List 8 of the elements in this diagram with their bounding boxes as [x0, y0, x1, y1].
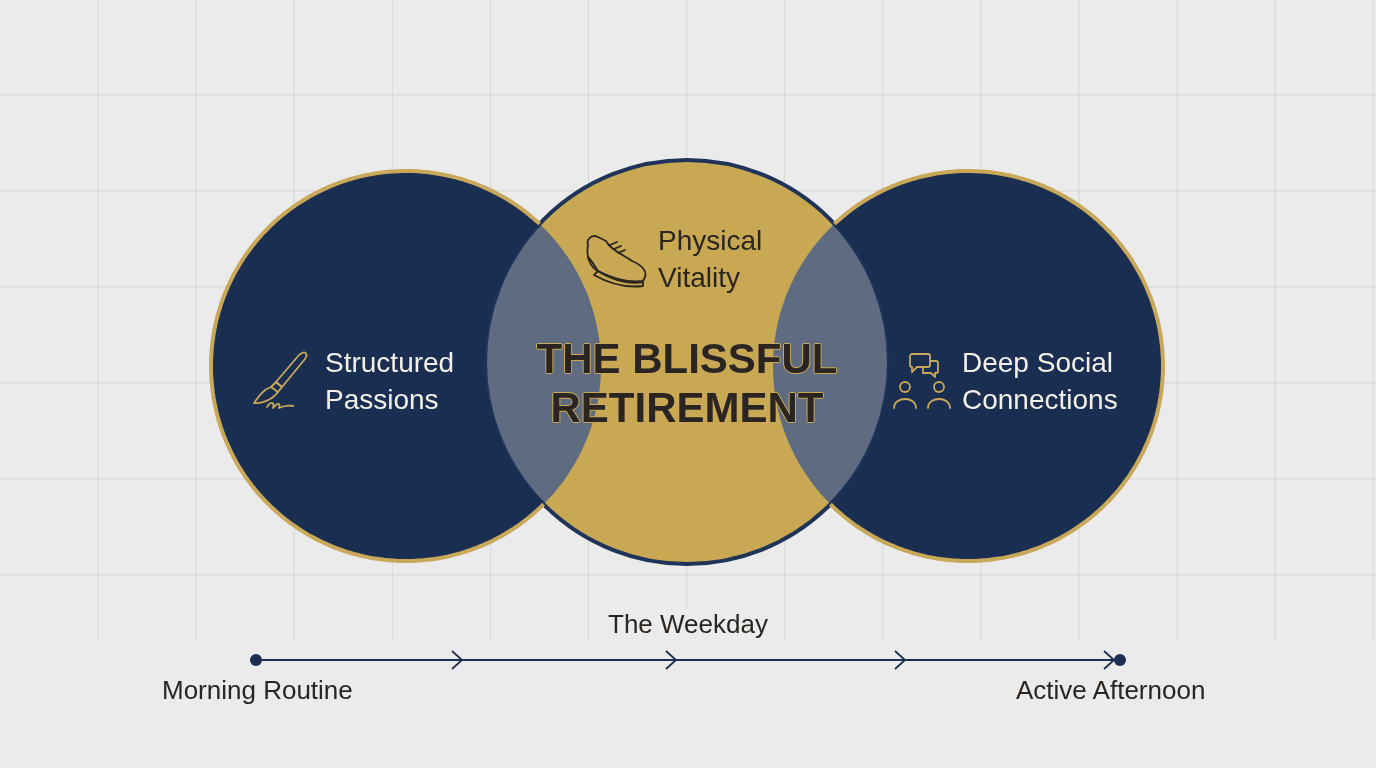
- circle-label: Physical Vitality: [658, 224, 764, 295]
- circle-label: Deep Social Connections: [962, 346, 1119, 417]
- timeline-arrow: [261, 650, 1115, 670]
- timeline-dot: [1114, 654, 1126, 666]
- circle-label: Structured Passions: [325, 346, 456, 417]
- timeline-dot: [250, 654, 262, 666]
- endpoint-label: Active Afternoon: [1016, 675, 1206, 705]
- endpoint-label: Morning Routine: [162, 675, 353, 705]
